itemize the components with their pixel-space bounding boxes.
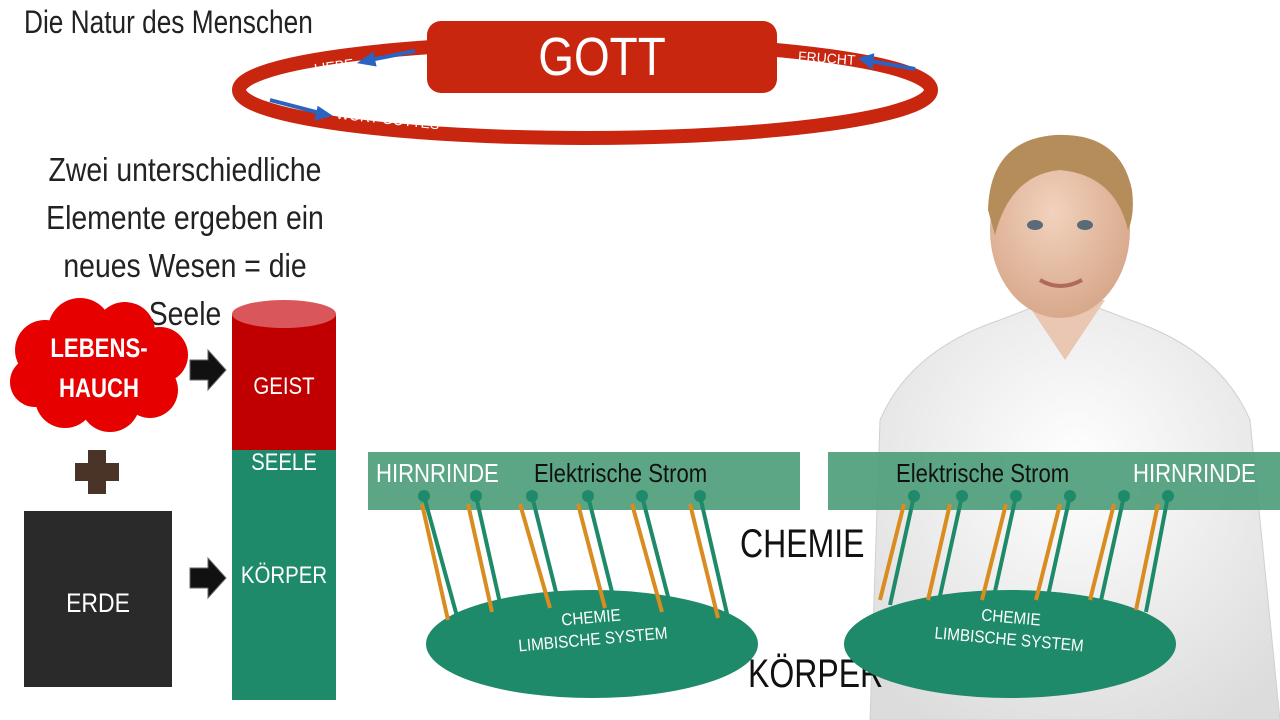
brain-diagram-right	[828, 452, 1280, 698]
gott-box	[427, 21, 777, 93]
erde-label: ERDE	[66, 588, 130, 618]
soul-diagram	[10, 298, 336, 700]
subtitle: Zwei unterschiedliche Elemente ergeben e…	[46, 151, 324, 332]
erde-box	[24, 511, 172, 687]
strom-label-right: Elektrische Strom	[896, 458, 1070, 488]
chemie-label: CHEMIE	[740, 522, 865, 566]
cloud-shape	[10, 298, 188, 432]
arrow-right-icon	[189, 556, 227, 600]
lebenshauch-label: LEBENS- HAUCH	[50, 333, 148, 403]
hirnrinde-label-right: HIRNRINDE	[1133, 458, 1256, 488]
hirnrinde-label-left: HIRNRINDE	[376, 458, 499, 488]
seele-label: SEELE	[251, 449, 317, 476]
koerper-segment	[232, 450, 336, 700]
strom-label-left: Elektrische Strom	[534, 458, 708, 488]
limbic-ellipse	[844, 590, 1176, 698]
gott-label: GOTT	[538, 27, 666, 87]
geist-segment	[232, 314, 336, 450]
signal-arrows	[878, 490, 1174, 613]
geist-top	[232, 300, 336, 328]
hirnrinde-band	[828, 452, 1280, 510]
koerper-column-label: KÖRPER	[240, 562, 328, 589]
limbic-ellipse	[426, 590, 758, 698]
geist-label: GEIST	[253, 373, 315, 400]
arrow-right-icon	[189, 348, 227, 392]
page-title: Die Natur des Menschen	[24, 4, 313, 40]
signal-arrows	[418, 490, 730, 621]
brain-diagram-left	[368, 452, 800, 698]
god-ring-diagram	[232, 21, 938, 145]
plus-icon	[75, 450, 119, 494]
